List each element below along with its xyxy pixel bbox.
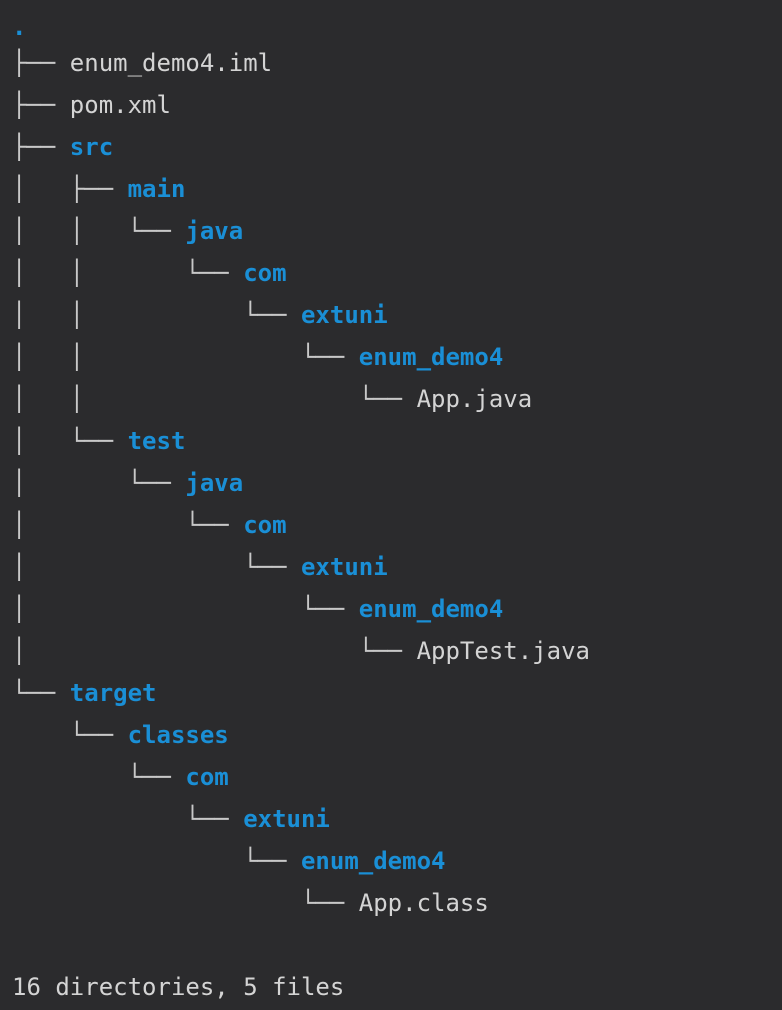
tree-file-row: ├── enum_demo4.iml: [12, 42, 272, 84]
directory-name: src: [69, 133, 114, 161]
tree-branch-connector: ├──: [12, 49, 70, 77]
tree-file-row: │ └── AppTest.java: [12, 630, 590, 672]
tree-branch-connector: └──: [12, 805, 244, 833]
file-name: enum_demo4.iml: [69, 49, 273, 77]
directory-name: enum_demo4: [358, 343, 504, 371]
tree-branch-connector: └──: [12, 889, 359, 917]
tree-branch-connector: │ └──: [12, 427, 128, 455]
tree-directory-row: └── extuni: [12, 798, 330, 840]
tree-directory-row: ├── src: [12, 126, 113, 168]
directory-name: java: [185, 217, 244, 245]
file-name: AppTest.java: [416, 637, 590, 665]
tree-branch-connector: └──: [12, 721, 128, 749]
file-name: App.java: [416, 385, 533, 413]
tree-summary: 16 directories, 5 files: [12, 973, 345, 1001]
tree-directory-row: │ └── extuni: [12, 546, 388, 588]
tree-file-row: └── App.class: [12, 882, 489, 924]
tree-directory-row: │ │ └── java: [12, 210, 243, 252]
tree-directory-row: │ │ └── extuni: [12, 294, 388, 336]
tree-directory-row: └── com: [12, 756, 229, 798]
tree-directory-row: │ └── com: [12, 504, 287, 546]
directory-name: enum_demo4: [300, 847, 446, 875]
tree-branch-connector: │ └──: [12, 553, 301, 581]
tree-branch-connector: │ └──: [12, 637, 417, 665]
tree-branch-connector: │ │ └──: [12, 343, 359, 371]
directory-name: com: [243, 259, 287, 287]
tree-branch-connector: │ │ └──: [12, 259, 244, 287]
tree-branch-connector: │ │ └──: [12, 301, 301, 329]
tree-branch-connector: └──: [12, 679, 70, 707]
tree-directory-row: └── target: [12, 672, 157, 714]
directory-name: classes: [127, 721, 229, 749]
directory-name: com: [185, 763, 229, 791]
directory-name: java: [185, 469, 244, 497]
tree-branch-connector: │ ├──: [12, 175, 128, 203]
tree-branch-connector: └──: [12, 763, 186, 791]
file-name: pom.xml: [69, 91, 171, 119]
directory-name: target: [69, 679, 157, 707]
file-name: App.class: [358, 889, 489, 917]
tree-branch-connector: ├──: [12, 91, 70, 119]
tree-directory-row: └── classes: [12, 714, 229, 756]
directory-name: enum_demo4: [358, 595, 504, 623]
tree-branch-connector: ├──: [12, 133, 70, 161]
tree-branch-connector: │ │ └──: [12, 385, 417, 413]
tree-file-row: ├── pom.xml: [12, 84, 171, 126]
tree-directory-row: │ ├── main: [12, 168, 185, 210]
tree-file-row: │ │ └── App.java: [12, 378, 532, 420]
tree-directory-row: │ └── enum_demo4: [12, 588, 503, 630]
tree-directory-row: │ └── test: [12, 420, 185, 462]
tree-branch-connector: └──: [12, 847, 301, 875]
directory-name: extuni: [300, 553, 388, 581]
tree-directory-row: │ │ └── enum_demo4: [12, 336, 503, 378]
tree-branch-connector: │ │ └──: [12, 217, 186, 245]
tree-directory-row: │ └── java: [12, 462, 243, 504]
directory-name: com: [243, 511, 287, 539]
tree-branch-connector: │ └──: [12, 511, 244, 539]
tree-root: .: [12, 13, 27, 41]
directory-name: test: [127, 427, 186, 455]
tree-branch-connector: │ └──: [12, 469, 186, 497]
tree-directory-row: │ │ └── com: [12, 252, 287, 294]
directory-name: extuni: [300, 301, 388, 329]
directory-name: extuni: [243, 805, 330, 833]
directory-name: main: [127, 175, 186, 203]
tree-branch-connector: │ └──: [12, 595, 359, 623]
tree-directory-row: └── enum_demo4: [12, 840, 445, 882]
